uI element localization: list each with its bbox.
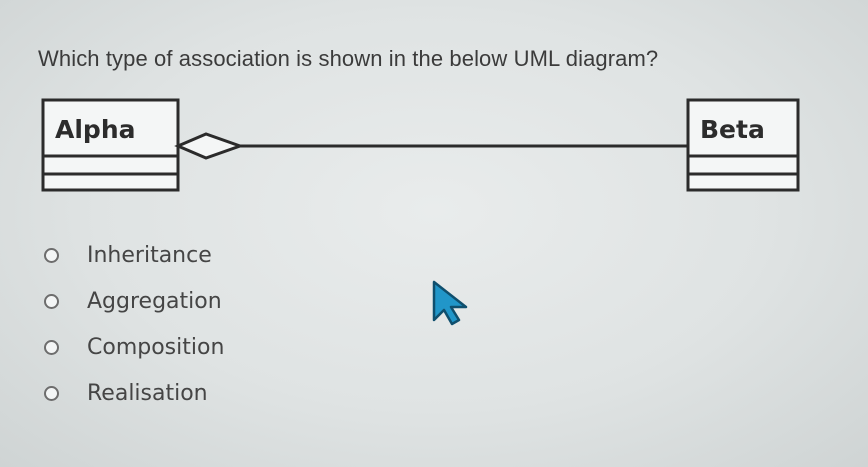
radio-button[interactable] [44,339,59,355]
uml-class-alpha: Alpha [41,98,180,192]
option-label: Realisation [87,380,208,406]
aggregation-diamond-icon [174,132,245,160]
uml-class-alpha-name: Alpha [55,115,135,144]
option-inheritance[interactable]: Inheritance [44,232,224,278]
option-label: Composition [87,334,225,360]
radio-button[interactable] [44,385,59,401]
option-realisation[interactable]: Realisation [44,370,224,416]
option-label: Aggregation [87,288,222,314]
mouse-pointer-icon [432,280,468,326]
uml-class-beta: Beta [686,98,800,192]
answer-options: Inheritance Aggregation Composition Real… [44,232,224,416]
uml-class-beta-name: Beta [700,115,765,144]
question-text: Which type of association is shown in th… [38,46,659,71]
radio-button[interactable] [44,293,59,309]
option-composition[interactable]: Composition [44,324,224,370]
option-aggregation[interactable]: Aggregation [44,278,224,324]
radio-button[interactable] [44,247,59,263]
option-label: Inheritance [87,242,212,268]
